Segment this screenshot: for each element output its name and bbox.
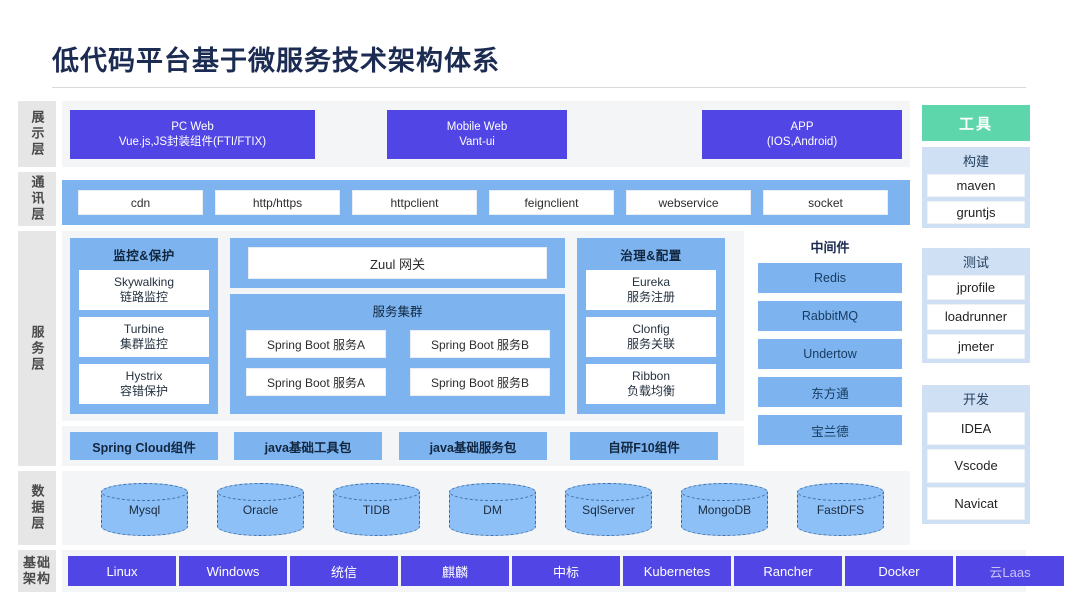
cylinder-top bbox=[449, 483, 536, 501]
monitor-item-skywalking[interactable]: Skywalking 链路监控 bbox=[79, 270, 209, 310]
database-mysql[interactable]: Mysql bbox=[101, 483, 188, 537]
tools-group-test-title: 测试 bbox=[962, 255, 989, 270]
governance-panel-title: 治理&配置 bbox=[620, 249, 682, 263]
infrastructure-band: Linux Windows 统信 麒麟 中标 Kubernetes Ranche… bbox=[62, 550, 1064, 592]
governance-item-eureka[interactable]: Eureka 服务注册 bbox=[586, 270, 716, 310]
database-sqlserver[interactable]: SqlServer bbox=[565, 483, 652, 537]
database-dm[interactable]: DM bbox=[449, 483, 536, 537]
component-f10[interactable]: 自研F10组件 bbox=[570, 432, 718, 460]
tools-group-dev: 开发 IDEA Vscode Navicat bbox=[922, 385, 1030, 524]
cylinder-top bbox=[565, 483, 652, 501]
title-divider bbox=[52, 87, 1026, 88]
cylinder-top bbox=[217, 483, 304, 501]
cluster-item-springboot-a2[interactable]: Spring Boot 服务A bbox=[246, 368, 386, 396]
database-label: Oracle bbox=[242, 503, 279, 517]
presentation-item-app[interactable]: APP (IOS,Android) bbox=[702, 110, 902, 159]
component-java-services[interactable]: java基础服务包 bbox=[399, 432, 547, 460]
infra-item-yun-laas[interactable]: 云Laas bbox=[956, 556, 1064, 586]
service-cluster-title: 服务集群 bbox=[372, 305, 423, 319]
infra-item-kylin[interactable]: 麒麟 bbox=[401, 556, 509, 586]
tools-group-build: 构建 maven gruntjs bbox=[922, 147, 1030, 228]
layer-label-communication: 通讯层 bbox=[18, 172, 56, 226]
communication-item-feignclient[interactable]: feignclient bbox=[489, 190, 614, 215]
communication-layer-band: cdn http/https httpclient feignclient we… bbox=[62, 180, 910, 225]
service-cluster-panel: 服务集群 Spring Boot 服务A Spring Boot 服务B Spr… bbox=[230, 294, 565, 414]
communication-item-webservice[interactable]: webservice bbox=[626, 190, 751, 215]
gateway-panel: Zuul 网关 bbox=[230, 238, 565, 288]
layer-label-service: 服务层 bbox=[18, 231, 56, 466]
infra-item-rancher[interactable]: Rancher bbox=[734, 556, 842, 586]
cylinder-top bbox=[797, 483, 884, 501]
tools-group-dev-title: 开发 bbox=[962, 392, 989, 407]
database-oracle[interactable]: Oracle bbox=[217, 483, 304, 537]
governance-item-ribbon[interactable]: Ribbon 负载均衡 bbox=[586, 364, 716, 404]
monitor-panel-title: 监控&保护 bbox=[113, 249, 175, 263]
database-tidb[interactable]: TIDB bbox=[333, 483, 420, 537]
layer-label-infrastructure: 基础 架构 bbox=[18, 550, 56, 592]
infra-item-windows[interactable]: Windows bbox=[179, 556, 287, 586]
data-layer-band: Mysql Oracle TIDB DM SqlServer MongoDB bbox=[62, 471, 910, 545]
communication-item-httpclient[interactable]: httpclient bbox=[352, 190, 477, 215]
tool-item-gruntjs[interactable]: gruntjs bbox=[927, 201, 1025, 224]
infra-item-linux[interactable]: Linux bbox=[68, 556, 176, 586]
tool-item-maven[interactable]: maven bbox=[927, 174, 1025, 197]
infra-item-zhongbiao[interactable]: 中标 bbox=[512, 556, 620, 586]
presentation-layer-band: PC Web Vue.js,JS封装组件(FTI/FTIX) Mobile We… bbox=[62, 101, 910, 167]
middleware-item-dongfangtong[interactable]: 东方通 bbox=[758, 377, 902, 407]
database-label: FastDFS bbox=[816, 503, 865, 517]
infra-item-docker[interactable]: Docker bbox=[845, 556, 953, 586]
components-band: Spring Cloud组件 java基础工具包 java基础服务包 自研F10… bbox=[62, 426, 744, 466]
middleware-column: 中间件 Redis RabbitMQ Undertow 东方通 宝兰德 bbox=[750, 231, 910, 466]
presentation-item-pc-web[interactable]: PC Web Vue.js,JS封装组件(FTI/FTIX) bbox=[70, 110, 315, 159]
governance-config-panel: 治理&配置 Eureka 服务注册 Clonfig 服务关联 Ribbon 负载… bbox=[577, 238, 725, 414]
component-spring-cloud[interactable]: Spring Cloud组件 bbox=[70, 432, 218, 460]
page-title: 低代码平台基于微服务技术架构体系 bbox=[52, 46, 500, 76]
cylinder-top bbox=[681, 483, 768, 501]
middleware-item-undertow[interactable]: Undertow bbox=[758, 339, 902, 369]
cylinder-top bbox=[101, 483, 188, 501]
database-label: MongoDB bbox=[697, 503, 752, 517]
presentation-item-mobile-web[interactable]: Mobile Web Vant-ui bbox=[387, 110, 567, 159]
governance-item-clonfig[interactable]: Clonfig 服务关联 bbox=[586, 317, 716, 357]
page-title-container: 低代码平台基于微服务技术架构体系 bbox=[52, 44, 1032, 78]
database-mongodb[interactable]: MongoDB bbox=[681, 483, 768, 537]
cluster-item-springboot-a1[interactable]: Spring Boot 服务A bbox=[246, 330, 386, 358]
middleware-item-redis[interactable]: Redis bbox=[758, 263, 902, 293]
tools-header: 工具 bbox=[922, 105, 1030, 141]
middleware-item-rabbitmq[interactable]: RabbitMQ bbox=[758, 301, 902, 331]
tools-group-test: 测试 jprofile loadrunner jmeter bbox=[922, 248, 1030, 363]
tools-group-build-title: 构建 bbox=[962, 154, 989, 169]
communication-item-socket[interactable]: socket bbox=[763, 190, 888, 215]
layer-label-data: 数据层 bbox=[18, 471, 56, 545]
tool-item-idea[interactable]: IDEA bbox=[927, 412, 1025, 446]
tool-item-vscode[interactable]: Vscode bbox=[927, 449, 1025, 483]
database-label: DM bbox=[483, 503, 502, 517]
layer-label-presentation: 展示层 bbox=[18, 101, 56, 167]
tool-item-jmeter[interactable]: jmeter bbox=[927, 333, 1025, 359]
tool-item-loadrunner[interactable]: loadrunner bbox=[927, 304, 1025, 330]
monitor-protection-panel: 监控&保护 Skywalking 链路监控 Turbine 集群监控 Hystr… bbox=[70, 238, 218, 414]
infra-item-kubernetes[interactable]: Kubernetes bbox=[623, 556, 731, 586]
database-label: Mysql bbox=[128, 503, 161, 517]
database-label: TIDB bbox=[362, 503, 391, 517]
monitor-item-turbine[interactable]: Turbine 集群监控 bbox=[79, 317, 209, 357]
gateway-zuul[interactable]: Zuul 网关 bbox=[248, 247, 547, 279]
service-layer-main-band: 监控&保护 Skywalking 链路监控 Turbine 集群监控 Hystr… bbox=[62, 231, 744, 421]
middleware-item-baolande[interactable]: 宝兰德 bbox=[758, 415, 902, 445]
cluster-item-springboot-b1[interactable]: Spring Boot 服务B bbox=[410, 330, 550, 358]
communication-item-http-https[interactable]: http/https bbox=[215, 190, 340, 215]
infra-item-tongxin[interactable]: 统信 bbox=[290, 556, 398, 586]
tool-item-jprofile[interactable]: jprofile bbox=[927, 275, 1025, 301]
tool-item-navicat[interactable]: Navicat bbox=[927, 486, 1025, 520]
database-label: SqlServer bbox=[582, 503, 635, 517]
middleware-title: 中间件 bbox=[810, 240, 850, 255]
monitor-item-hystrix[interactable]: Hystrix 容错保护 bbox=[79, 364, 209, 404]
component-java-tools[interactable]: java基础工具包 bbox=[234, 432, 382, 460]
cluster-item-springboot-b2[interactable]: Spring Boot 服务B bbox=[410, 368, 550, 396]
database-fastdfs[interactable]: FastDFS bbox=[797, 483, 884, 537]
cylinder-top bbox=[333, 483, 420, 501]
communication-item-cdn[interactable]: cdn bbox=[78, 190, 203, 215]
